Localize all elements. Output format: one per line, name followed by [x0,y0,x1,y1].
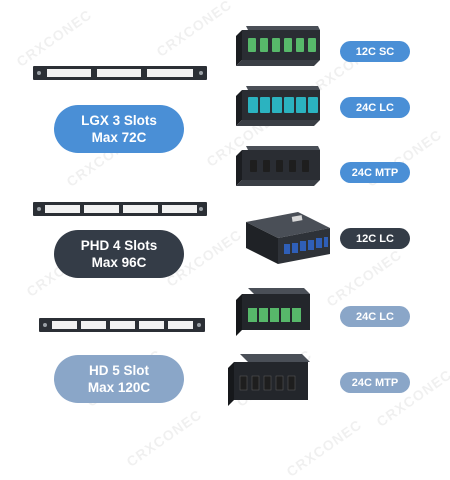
module-label-24c-mtp-hd: 24C MTP [340,372,410,393]
watermark-text: CRXCONEC [283,416,365,480]
group-badge-phd: PHD 4 Slots Max 96C [54,230,184,278]
module-label-24c-lc: 24C LC [340,97,410,118]
module-label-24c-mtp: 24C MTP [340,162,410,183]
hd-panel-image [39,318,205,332]
module-image-12c-lc [246,212,330,264]
group-badge-lgx: LGX 3 Slots Max 72C [54,105,184,153]
module-label-12c-sc: 12C SC [340,41,410,62]
module-image-24c-lc-hd [236,288,310,336]
watermark-text: CRXCONEC [153,0,235,60]
module-image-24c-mtp-hd [228,354,310,406]
product-infographic: CRXCONEC CRXCONEC CRXCONEC CRXCONEC CRXCONEC… [13,0,450,480]
module-label-12c-lc: 12C LC [340,228,410,249]
watermark-text: CRXCONEC [123,406,205,470]
group-badge-line2: Max 72C [91,130,147,145]
module-image-24c-lc [236,86,320,126]
watermark-text: CRXCONEC [323,246,405,310]
group-badge-line1: HD 5 Slot [88,363,149,378]
group-badge-hd: HD 5 Slot Max 120C [54,355,184,403]
group-badge-line2: Max 96C [91,255,147,270]
group-badge-line1: LGX 3 Slots [81,113,157,128]
module-image-12c-sc [236,26,320,66]
group-badge-line2: Max 120C [87,380,151,395]
lgx-panel-image [33,66,207,80]
watermark-text: CRXCONEC [13,6,95,70]
module-label-24c-lc-hd: 24C LC [340,306,410,327]
module-image-24c-mtp [236,146,320,186]
phd-panel-image [33,202,207,216]
group-badge-line1: PHD 4 Slots [80,238,158,253]
